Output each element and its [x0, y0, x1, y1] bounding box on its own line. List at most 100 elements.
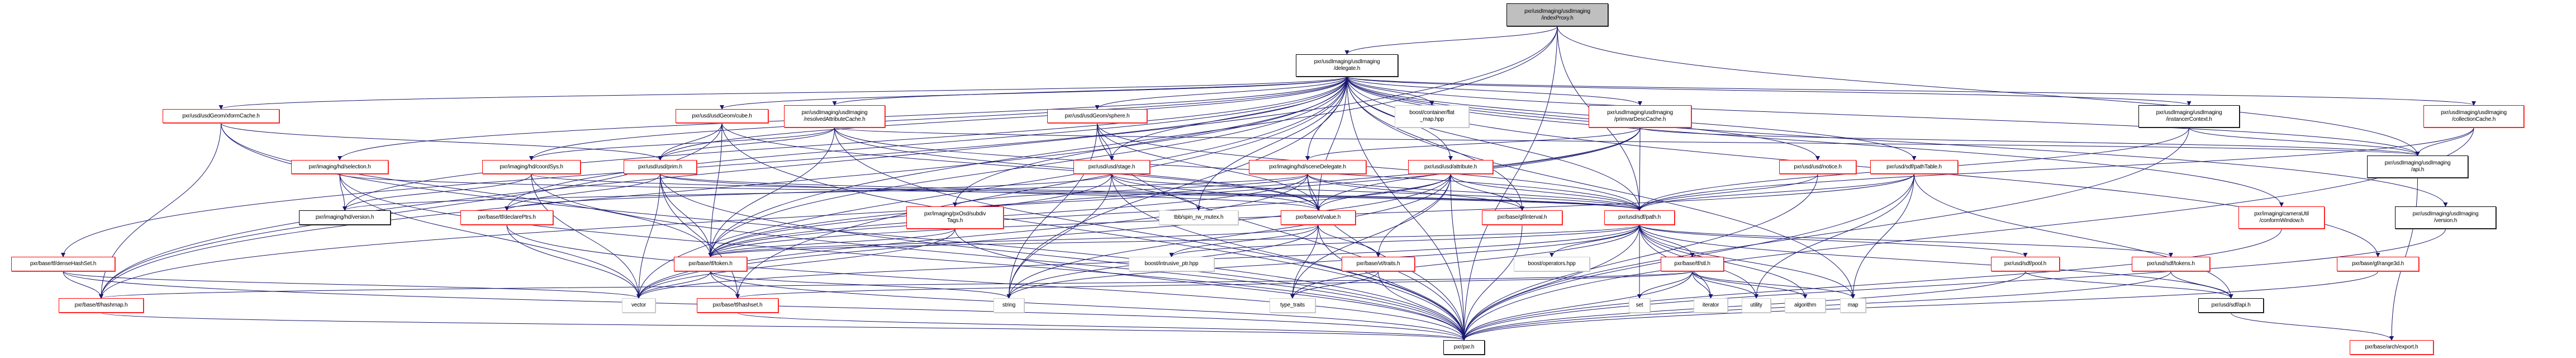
node-stl[interactable]: pxr/base/tf/stl.h	[1661, 257, 1724, 271]
edge-attribute-to-token	[708, 173, 1451, 257]
node-label: pxr/base/gf/range3d.h	[2351, 261, 2404, 267]
node-stage[interactable]: pxr/usd/usd/stage.h	[1073, 160, 1150, 174]
node-label: pxr/usd/usdGeom/sphere.h	[1064, 112, 1130, 119]
edge-conformWindow-to-pxr	[1462, 228, 2282, 341]
edge-resolvedAttr-to-prim	[658, 127, 835, 161]
node-label: pxr/usdImaging/usdImaging	[2441, 110, 2507, 116]
node-pool[interactable]: pxr/usd/sdf/pool.h	[1991, 257, 2060, 271]
node-label: _map.hpp	[1420, 116, 1444, 123]
node-map[interactable]: map	[1840, 298, 1866, 313]
node-sdfApi[interactable]: pxr/usd/sdf/api.h	[2198, 298, 2264, 313]
edge-selection-to-pxr	[339, 173, 1466, 341]
node-label: pxr/usdImaging/usdImaging	[2384, 160, 2451, 166]
node-token[interactable]: pxr/base/tf/token.h	[674, 257, 747, 271]
node-label: pxr/base/tf/stl.h	[1674, 261, 1710, 267]
node-primvarDesc[interactable]: pxr/usdImaging/usdImaging/primvarDescCac…	[1589, 105, 1691, 128]
node-typeTraits[interactable]: type_traits	[1270, 298, 1315, 313]
node-path[interactable]: pxr/usd/sdf/path.h	[1604, 210, 1675, 225]
node-label: pxr/imaging/hd/coordSys.h	[500, 163, 563, 170]
node-uiVersion[interactable]: pxr/usdImaging/usdImaging/version.h	[2395, 206, 2496, 229]
node-declarePtrs[interactable]: pxr/base/tf/declarePtrs.h	[460, 210, 553, 225]
node-sceneDelegate[interactable]: pxr/imaging/hd/sceneDelegate.h	[1249, 160, 1366, 174]
node-cube[interactable]: pxr/usd/usdGeom/cube.h	[676, 109, 768, 123]
node-delegate[interactable]: pxr/usdImaging/usdImaging/delegate.h	[1296, 54, 1398, 77]
node-label: pxr/usd/usdGeom/xformCache.h	[182, 112, 260, 119]
node-iterator[interactable]: iterator	[1694, 298, 1728, 313]
edge-resolvedAttr-to-pxr	[834, 127, 1466, 341]
edge-stage-to-pxr	[1111, 173, 1466, 341]
node-pxr[interactable]: pxr/pxr.h	[1443, 340, 1485, 355]
node-collectionCache[interactable]: pxr/usdImaging/usdImaging/collectionCach…	[2423, 105, 2524, 128]
node-instancerCtx[interactable]: pxr/usdImaging/usdImaging/instancerConte…	[2138, 105, 2240, 128]
node-label: pxr/base/arch/export.h	[2365, 344, 2418, 350]
edge-hashmap-to-pxr	[101, 312, 1466, 341]
edge-xformCache-to-token	[221, 123, 713, 257]
node-label: pxr/usdImaging/usdImaging	[1314, 59, 1380, 65]
edge-token-to-pxr	[710, 271, 1466, 341]
edge-stage-to-spinMutex	[1111, 173, 1201, 211]
edge-stl-to-hashmap	[99, 271, 1693, 299]
node-flatmap[interactable]: boost/container/flat_map.hpp	[1395, 105, 1469, 128]
node-notice[interactable]: pxr/usd/usd/notice.h	[1779, 160, 1856, 174]
node-label: pxr/imaging/hd/version.h	[315, 214, 374, 220]
node-string[interactable]: string	[994, 298, 1024, 313]
node-label: algorithm	[1794, 302, 1817, 308]
edge-denseHashSet-to-vector	[63, 271, 641, 299]
node-pathTable[interactable]: pxr/usd/sdf/pathTable.h	[1870, 160, 1958, 174]
node-sphere[interactable]: pxr/usd/usdGeom/sphere.h	[1047, 109, 1147, 123]
node-coordSys[interactable]: pxr/imaging/hd/coordSys.h	[482, 160, 581, 174]
node-uiApi[interactable]: pxr/usdImaging/usdImaging/api.h	[2367, 156, 2468, 178]
edge-cube-to-prim	[658, 123, 723, 161]
edge-value-to-intrusive	[1169, 224, 1319, 257]
node-label: /delegate.h	[1333, 65, 1361, 72]
edge-delegate-to-range3d	[1347, 76, 2380, 257]
edge-primvarDesc-to-uiApi	[1639, 127, 2420, 156]
edge-delegate-to-hashset	[735, 76, 1347, 299]
node-algorithm[interactable]: algorithm	[1785, 298, 1826, 313]
edge-stl-to-set	[1637, 271, 1693, 299]
node-label: pxr/pxr.h	[1453, 344, 1475, 350]
edge-delegate-to-subdivTags	[953, 76, 1347, 207]
node-range3d[interactable]: pxr/base/gf/range3d.h	[2337, 257, 2419, 271]
node-denseHashSet[interactable]: pxr/base/tf/denseHashSet.h	[11, 257, 115, 271]
node-vector[interactable]: vector	[622, 298, 655, 313]
edge-primvarDesc-to-sceneDelegate	[1305, 127, 1641, 161]
edge-attribute-to-pxr	[1450, 173, 1466, 341]
edge-value-to-token	[708, 224, 1319, 257]
edge-path-to-token	[708, 224, 1640, 257]
node-tokens[interactable]: pxr/usd/sdf/tokens.h	[2132, 257, 2210, 271]
edge-delegate-to-declarePtrs	[505, 76, 1347, 211]
edge-selection-to-hdVersion	[339, 173, 347, 211]
edge-path-to-string	[1006, 224, 1640, 299]
node-prim[interactable]: pxr/usd/usd/prim.h	[624, 160, 697, 174]
node-attribute[interactable]: pxr/usd/usd/attribute.h	[1408, 160, 1493, 174]
node-set[interactable]: set	[1629, 298, 1650, 313]
node-resolvedAttr[interactable]: pxr/usdImaging/usdImaging/resolvedAttrib…	[784, 105, 885, 128]
node-label: pxr/base/tf/token.h	[688, 261, 733, 267]
node-intrusive[interactable]: boost/intrusive_ptr.hpp	[1129, 257, 1214, 271]
node-operators[interactable]: boost/operators.hpp	[1514, 257, 1590, 271]
node-archExport[interactable]: pxr/base/arch/export.h	[2350, 340, 2434, 355]
node-traits[interactable]: pxr/base/vt/traits.h	[1342, 257, 1415, 271]
edge-subdivTags-to-token	[708, 228, 956, 257]
node-xformCache[interactable]: pxr/usd/usdGeom/xformCache.h	[163, 109, 279, 123]
node-label: /resolvedAttributeCache.h	[804, 116, 866, 123]
node-selection[interactable]: pxr/imaging/hd/selection.h	[291, 160, 388, 174]
node-hashmap[interactable]: pxr/base/tf/hashmap.h	[59, 298, 144, 313]
edge-token-to-string	[710, 271, 1011, 299]
node-spinMutex[interactable]: tbb/spin_rw_mutex.h	[1159, 210, 1238, 225]
node-label: /indexProxy.h	[1541, 15, 1574, 21]
edge-delegate-to-map	[1347, 76, 1855, 299]
node-indexProxy[interactable]: pxr/usdImaging/usdImaging/indexProxy.h	[1506, 3, 1608, 26]
edge-stl-to-utility	[1692, 271, 1758, 299]
edge-path-to-map	[1639, 224, 1855, 299]
node-utility[interactable]: utility	[1742, 298, 1771, 313]
node-hashset[interactable]: pxr/base/tf/hashset.h	[697, 298, 778, 313]
node-hdVersion[interactable]: pxr/imaging/hd/version.h	[299, 210, 391, 225]
node-value[interactable]: pxr/base/vt/value.h	[1281, 210, 1356, 225]
node-interval[interactable]: pxr/base/gf/interval.h	[1482, 210, 1562, 225]
node-label: pxr/usd/sdf/path.h	[1618, 214, 1661, 220]
node-conformWindow[interactable]: pxr/imaging/cameraUtil/conformWindow.h	[2238, 206, 2325, 229]
edge-indexProxy-to-token	[708, 26, 1558, 257]
